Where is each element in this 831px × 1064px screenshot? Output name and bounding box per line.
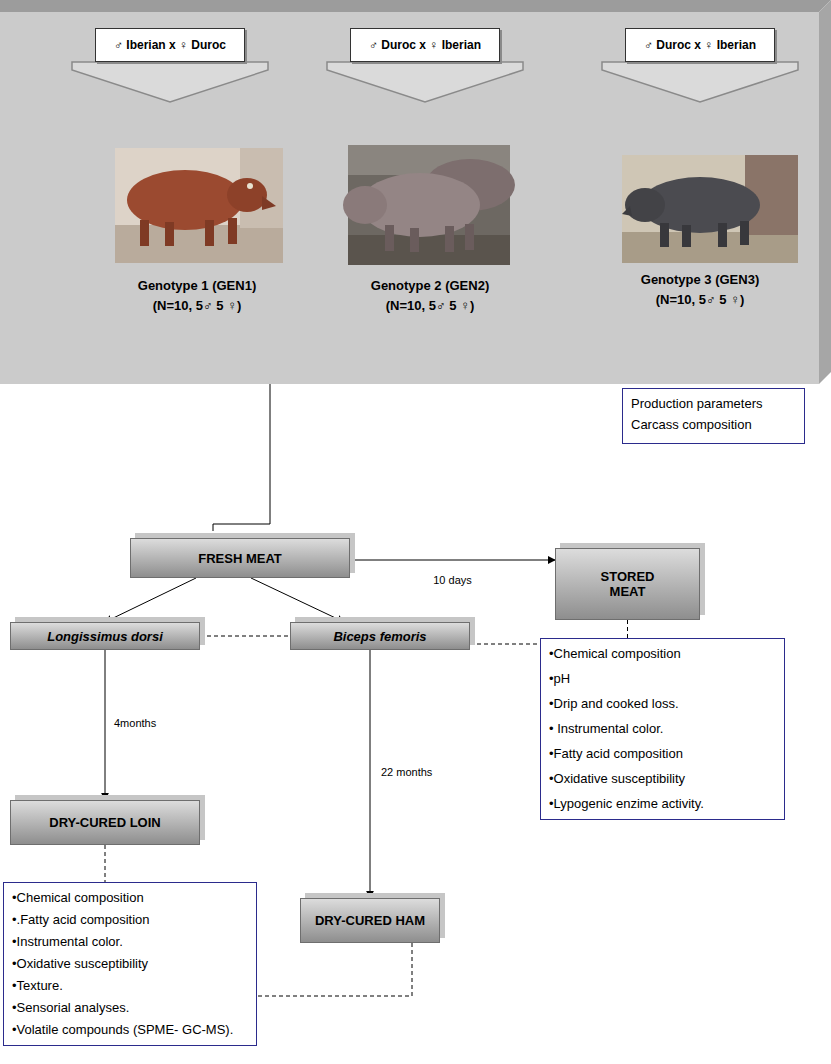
node-text: •Oxidative susceptibility: [12, 955, 248, 973]
stage-box: DRY-CURED HAM: [300, 898, 440, 943]
node-text: DRY-CURED HAM: [315, 913, 425, 928]
node-text: FRESH MEAT: [198, 551, 282, 566]
panel-top: [0, 0, 831, 12]
stage-box: FRESH MEAT: [130, 538, 350, 578]
cross-box: ♂ Duroc x ♀ Iberian: [350, 28, 500, 62]
edge-label: 22 months: [380, 766, 433, 778]
node-text: DRY-CURED LOIN: [49, 815, 160, 830]
node-text: •Sensorial analyses.: [12, 999, 248, 1017]
edge-label: 4months: [113, 717, 157, 729]
node-text: •Fatty acid composition: [549, 745, 776, 763]
info-box: Production parametersCarcass composition: [622, 388, 805, 444]
analysis-list: •Chemical composition •.Fatty acid compos…: [3, 882, 257, 1046]
down-arrow: [602, 62, 798, 102]
node-text: •Drip and cooked loss.: [549, 695, 776, 713]
arrow-connector: [105, 650, 106, 800]
connector-line: [213, 384, 270, 531]
node-text: Longissimus dorsi: [47, 629, 163, 644]
node-text: •Volatile compounds (SPME- GC-MS).: [12, 1021, 248, 1039]
cross-box: ♂ Iberian x ♀ Duroc: [95, 28, 245, 62]
stage-box: DRY-CURED LOIN: [10, 800, 200, 845]
node-text: • Instrumental color.: [549, 720, 776, 738]
edge-label: 10 days: [432, 574, 473, 586]
arrow-connector: [370, 650, 371, 898]
node-text: •Chemical composition: [549, 645, 776, 663]
node-text: ♂ Duroc x ♀ Iberian: [644, 38, 756, 52]
node-text: •Instrumental color.: [12, 933, 248, 951]
node-text: •Texture.: [12, 977, 248, 995]
node-text: ♂ Iberian x ♀ Duroc: [114, 38, 226, 52]
node-text: •Lypogenic enzime activity.: [549, 795, 776, 813]
node-text: Carcass composition: [631, 416, 796, 434]
node-text: •.Fatty acid composition: [12, 911, 248, 929]
pig-photo: [115, 148, 283, 263]
panel-face: [0, 12, 819, 384]
sample-size: (N=10, 5♂ 5 ♀): [656, 292, 745, 307]
muscle-box: Longissimus dorsi: [10, 622, 200, 650]
genotype-label: Genotype 2 (GEN2): [371, 278, 489, 293]
arrow-connector: [105, 578, 196, 622]
genotype-label: Genotype 1 (GEN1): [138, 278, 256, 293]
node-text: Biceps femoris: [333, 629, 426, 644]
down-arrow: [72, 62, 268, 102]
dashed-link: [627, 620, 628, 638]
panel-side: [819, 0, 831, 384]
dashed-link: [257, 943, 412, 996]
node-text: STORED MEAT: [590, 569, 665, 599]
dashed-link: [105, 845, 106, 882]
node-text: ♂ Duroc x ♀ Iberian: [369, 38, 481, 52]
node-text: •pH: [549, 670, 776, 688]
dashed-link: [200, 636, 290, 637]
node-text: •Oxidative susceptibility: [549, 770, 776, 788]
sample-size: (N=10, 5♂ 5 ♀): [386, 298, 475, 313]
stage-box: STORED MEAT: [555, 548, 700, 620]
arrow-connector: [251, 578, 344, 622]
cross-box: ♂ Duroc x ♀ Iberian: [625, 28, 775, 62]
pig-photo: [622, 155, 798, 263]
pig-photo: [343, 145, 515, 265]
arrow-connector: [350, 560, 555, 561]
sample-size: (N=10, 5♂ 5 ♀): [153, 298, 242, 313]
down-arrow: [327, 62, 523, 102]
genotype-label: Genotype 3 (GEN3): [641, 272, 759, 287]
node-text: •Chemical composition: [12, 889, 248, 907]
analysis-list: •Chemical composition •pH •Drip and cooked…: [540, 638, 785, 820]
node-text: Production parameters: [631, 395, 796, 413]
muscle-box: Biceps femoris: [290, 622, 470, 650]
dashed-link: [470, 644, 540, 645]
